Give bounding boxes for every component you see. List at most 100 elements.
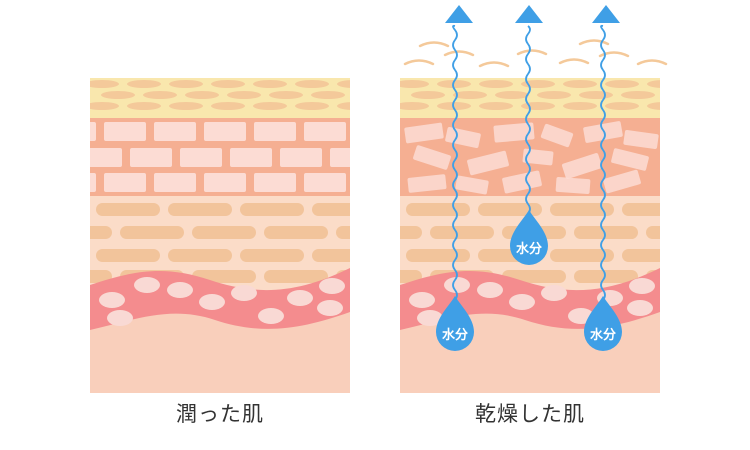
granular-cell <box>555 176 591 195</box>
moist-skin-caption: 潤った肌 <box>176 402 264 426</box>
spinous-cell <box>312 203 350 216</box>
spinous-cell <box>240 249 304 262</box>
granular-cell <box>623 129 659 150</box>
spinous-cell <box>646 226 660 239</box>
spinous-cell <box>96 203 160 216</box>
evaporation-arrow-icon <box>515 5 543 23</box>
water-label: 水分 <box>516 241 542 257</box>
corneum-cell <box>311 91 345 99</box>
corneum-cell <box>253 80 287 88</box>
basal-cell <box>319 278 345 294</box>
granular-cell <box>467 150 509 176</box>
spinous-cell <box>550 249 614 262</box>
granular-cell <box>522 148 554 166</box>
granular-cells-scattered <box>404 121 659 195</box>
corneum-cell <box>295 102 329 110</box>
wavy-line-icon <box>600 24 606 301</box>
corneum-cell <box>400 80 429 88</box>
spinous-cell <box>718 226 750 239</box>
spinous-cell <box>264 270 328 283</box>
corneum-cell <box>537 91 571 99</box>
granular-cell <box>304 122 346 141</box>
granular-cell <box>104 122 146 141</box>
spinous-cell <box>24 203 88 216</box>
granular-cell <box>90 173 96 192</box>
granular-cell <box>154 122 196 141</box>
granular-cell <box>180 148 222 167</box>
basal-cell <box>477 282 503 298</box>
corneum-cell <box>337 80 350 88</box>
corneum-cell <box>90 102 119 110</box>
spinous-cell <box>24 249 88 262</box>
spinous-cell <box>406 203 470 216</box>
granular-cell <box>502 170 542 194</box>
granular-cell <box>611 148 649 171</box>
corneum-cell <box>90 80 119 88</box>
evaporation-arrow-icon <box>592 5 620 23</box>
spinous-cell <box>718 270 750 283</box>
basal-cell <box>258 308 284 324</box>
flake <box>578 39 610 46</box>
corneum-cells <box>400 80 697 110</box>
granular-cell <box>404 122 444 144</box>
water-drop-icon: 水分 <box>510 210 548 265</box>
basal-cell <box>509 294 535 310</box>
granular-cell <box>104 173 146 192</box>
spinous-cell <box>96 249 160 262</box>
corneum-cell <box>647 80 660 88</box>
granular-cell <box>493 122 535 143</box>
spinous-cell <box>400 226 422 239</box>
spinous-cells <box>400 203 750 283</box>
spinous-cell <box>694 249 750 262</box>
evaporation-arrow-icon <box>445 5 473 23</box>
basal-cell <box>627 300 653 316</box>
corneum-cell <box>453 91 487 99</box>
granular-cell <box>204 173 246 192</box>
granular-cell <box>280 148 322 167</box>
basal-cell <box>629 278 655 294</box>
corneum-cell <box>605 102 639 110</box>
flake <box>558 58 590 65</box>
granular-cell <box>254 122 296 141</box>
flake <box>636 59 668 66</box>
spinous-cell <box>400 270 422 283</box>
spinous-cell <box>336 226 350 239</box>
spinous-cell <box>120 226 184 239</box>
corneum-cell <box>295 80 329 88</box>
corneum-cell <box>663 91 697 99</box>
granular-cell <box>603 169 641 194</box>
spinous-cell <box>168 249 232 262</box>
spinous-cell <box>574 270 638 283</box>
corneum-cell <box>253 102 287 110</box>
dry-skin-panel <box>400 78 750 393</box>
wavy-line-icon <box>452 24 458 301</box>
granular-cells <box>90 122 396 192</box>
granular-cell <box>561 153 603 179</box>
flake <box>598 51 630 58</box>
water-label: 水分 <box>590 327 616 343</box>
granular-cell <box>413 145 451 170</box>
basal-cell <box>199 294 225 310</box>
granular-cell <box>407 174 447 193</box>
corneum-cell <box>185 91 219 99</box>
flake <box>418 41 450 48</box>
flake <box>516 49 548 56</box>
corneum-cell <box>605 80 639 88</box>
granular-cell <box>354 122 396 141</box>
spinous-cell <box>430 226 494 239</box>
corneum-cell <box>563 80 597 88</box>
spinous-cell <box>192 226 256 239</box>
corneum-cell <box>647 102 660 110</box>
corneum-cell <box>227 91 261 99</box>
granular-cell <box>204 122 246 141</box>
granular-cell <box>455 175 489 195</box>
granular-cell <box>354 173 396 192</box>
basal-cell <box>541 285 567 301</box>
corneum-cell <box>337 102 350 110</box>
granular-cell <box>540 123 574 148</box>
spinous-cell <box>168 203 232 216</box>
granular-cell <box>230 148 272 167</box>
granular-cell <box>254 173 296 192</box>
